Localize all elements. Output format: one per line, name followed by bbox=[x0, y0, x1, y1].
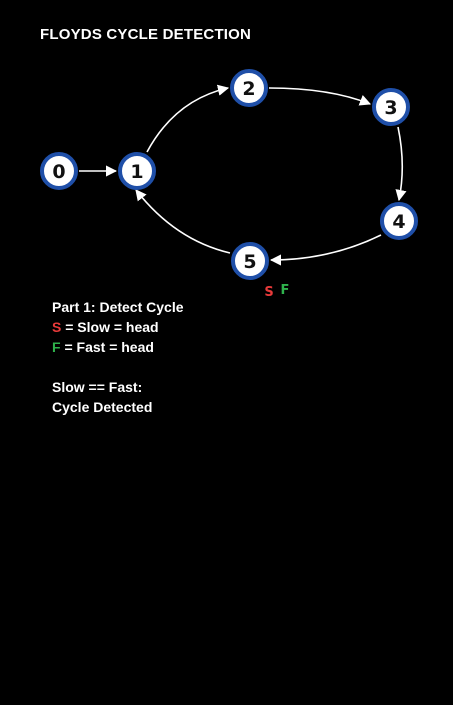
condition-text: Slow == Fast: bbox=[52, 379, 143, 395]
fast-definition: F = Fast = head bbox=[52, 337, 184, 357]
node-label: 4 bbox=[392, 211, 405, 233]
notes-heading: Part 1: Detect Cycle bbox=[52, 299, 184, 315]
node-label: 0 bbox=[52, 161, 65, 183]
node-0: 0 bbox=[40, 152, 78, 190]
fast-letter: F bbox=[52, 339, 61, 355]
node-5: 5 bbox=[231, 242, 269, 280]
slow-definition: S = Slow = head bbox=[52, 317, 184, 337]
slow-pointer-marker: S bbox=[264, 285, 273, 300]
node-label: 2 bbox=[242, 78, 255, 100]
edge-2-3 bbox=[268, 87, 372, 106]
edge-5-1 bbox=[135, 189, 231, 254]
explanation-notes: Part 1: Detect Cycle S = Slow = head F =… bbox=[52, 297, 184, 417]
node-label: 3 bbox=[384, 97, 397, 119]
edge-1-2 bbox=[146, 84, 230, 153]
fast-text: = Fast = head bbox=[60, 339, 154, 355]
diagram-title: FLOYDS CYCLE DETECTION bbox=[40, 26, 252, 43]
node-label: 1 bbox=[130, 161, 143, 183]
node-4: 4 bbox=[380, 202, 418, 240]
edge-4-5 bbox=[269, 234, 382, 266]
edge-3-4 bbox=[395, 126, 407, 202]
node-2: 2 bbox=[230, 69, 268, 107]
slow-letter: S bbox=[52, 319, 62, 335]
node-1: 1 bbox=[118, 152, 156, 190]
node-label: 5 bbox=[243, 251, 256, 273]
result-text: Cycle Detected bbox=[52, 399, 153, 415]
fast-pointer-marker: F bbox=[281, 283, 290, 298]
node-3: 3 bbox=[372, 88, 410, 126]
slow-text: = Slow = head bbox=[61, 319, 159, 335]
notes-spacer bbox=[52, 357, 184, 377]
